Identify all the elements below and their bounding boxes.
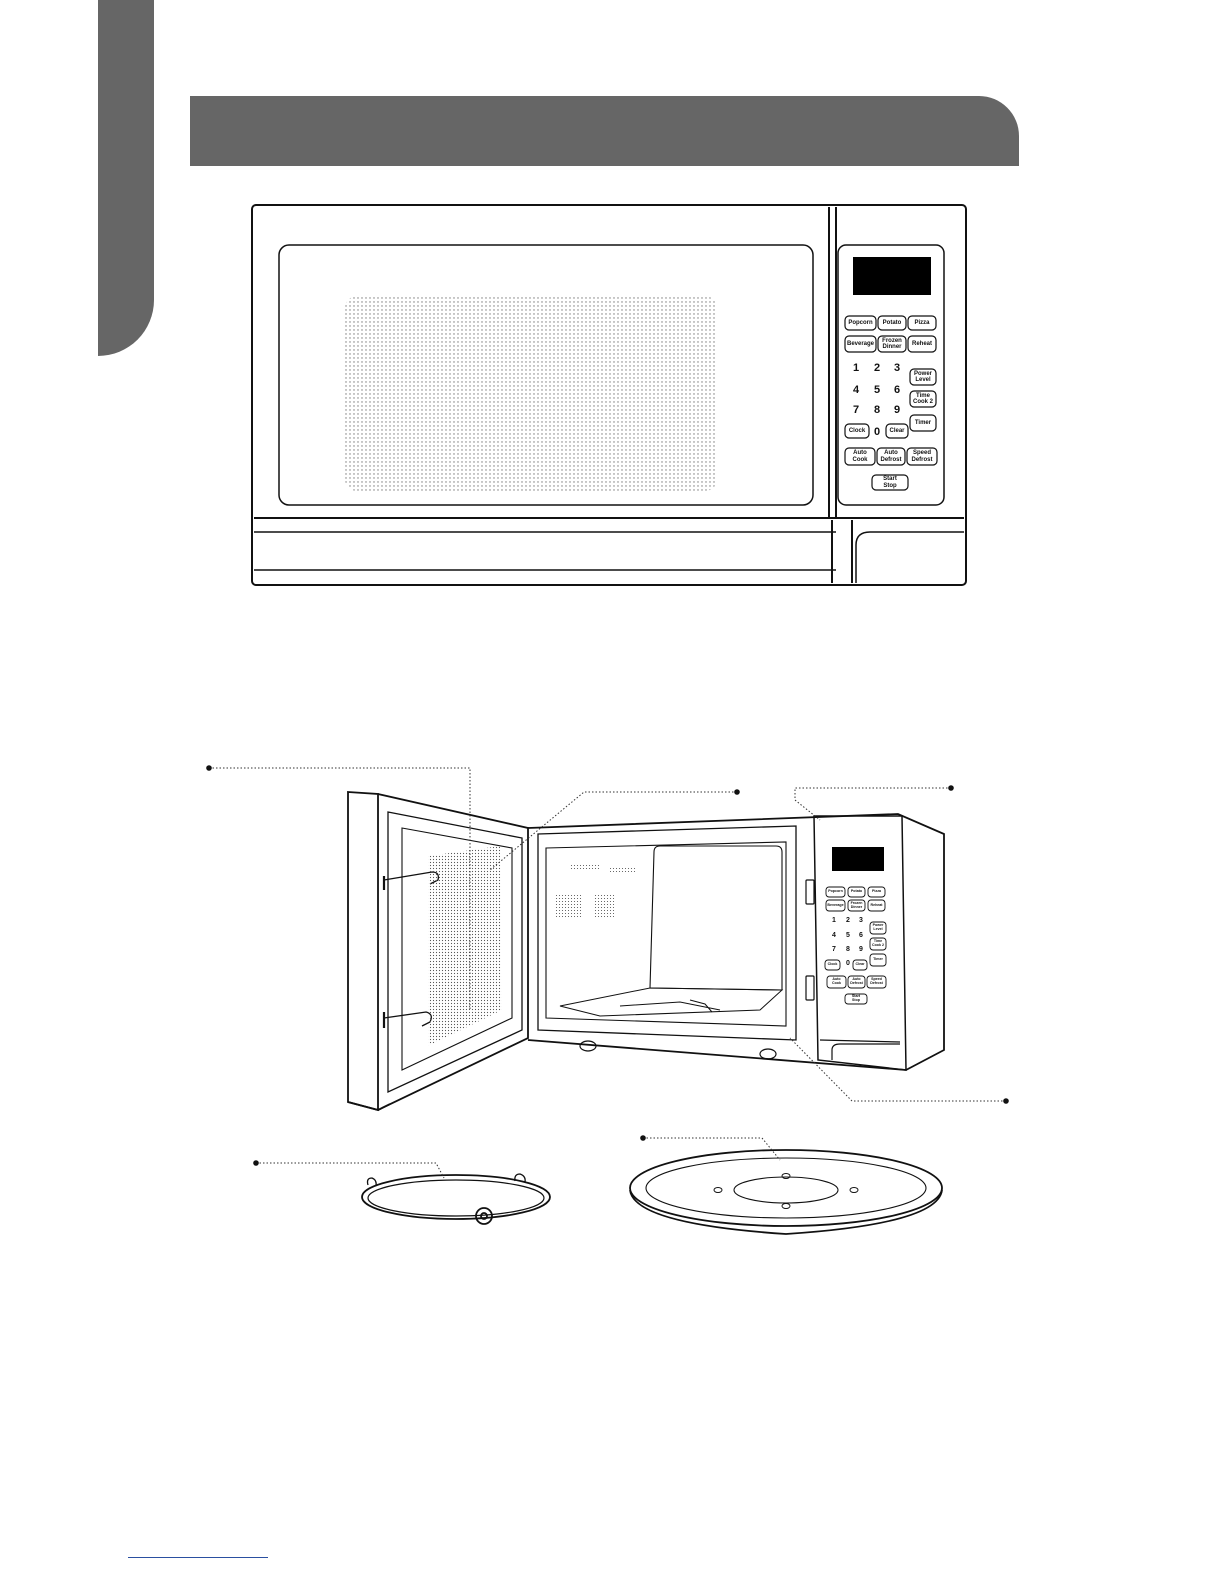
digit-8-button[interactable]: 8	[873, 404, 881, 416]
digit-4-button[interactable]: 4	[852, 384, 860, 396]
potato-button[interactable]: Potato	[882, 319, 902, 326]
small-reheat-button: Reheat	[870, 902, 883, 907]
reheat-button[interactable]: Reheat	[911, 340, 932, 347]
small-digit-4: 4	[832, 932, 836, 939]
clear-button[interactable]: Clear	[889, 427, 905, 434]
digit-5-button[interactable]: 5	[873, 384, 881, 396]
side-tab	[98, 0, 154, 356]
small-speed-defrost-button: Speed Defrost	[870, 977, 883, 985]
small-start-stop-button: Start Stop	[851, 994, 861, 1002]
small-auto-cook-button: Auto Cook	[832, 977, 841, 985]
small-digit-0: 0	[846, 960, 850, 967]
small-frozen-dinner-button: Frozen Dinner	[850, 900, 863, 909]
speed-defrost-button[interactable]: Speed Defrost	[911, 450, 933, 463]
header-bar	[190, 96, 1019, 166]
small-timer-button: Timer	[873, 957, 883, 962]
digit-7-button[interactable]: 7	[852, 404, 860, 416]
small-digit-9: 9	[859, 946, 863, 953]
digit-3-button[interactable]: 3	[893, 362, 901, 374]
clock-button[interactable]: Clock	[848, 427, 866, 434]
small-pizza-button: Pizza	[872, 889, 881, 894]
beverage-button[interactable]: Beverage	[846, 340, 875, 347]
auto-cook-button[interactable]: Auto Cook	[852, 450, 868, 463]
digit-2-button[interactable]: 2	[873, 362, 881, 374]
small-potato-button: Potato	[850, 889, 863, 894]
popcorn-button[interactable]: Popcorn	[848, 319, 873, 326]
small-digit-1: 1	[832, 917, 836, 924]
microwave-open-illustration	[206, 765, 1009, 1235]
auto-defrost-button[interactable]: Auto Defrost	[880, 450, 902, 463]
footer-link-underline[interactable]	[128, 1557, 268, 1558]
timer-button[interactable]: Timer	[914, 419, 932, 426]
small-digit-6: 6	[859, 932, 863, 939]
small-digit-8: 8	[846, 946, 850, 953]
small-auto-defrost-button: Auto Defrost	[850, 977, 863, 985]
small-digit-5: 5	[846, 932, 850, 939]
small-clear-button: Clear	[855, 962, 865, 967]
digit-9-button[interactable]: 9	[893, 404, 901, 416]
small-digit-2: 2	[846, 917, 850, 924]
small-clock-button: Clock	[827, 962, 838, 967]
frozen-dinner-button[interactable]: Frozen Dinner	[882, 337, 902, 351]
time-cook-2-button[interactable]: Time Cook 2	[912, 392, 933, 406]
digit-6-button[interactable]: 6	[893, 384, 901, 396]
small-popcorn-button: Popcorn	[828, 889, 843, 894]
start-stop-button[interactable]: Start Stop	[883, 476, 897, 489]
digit-1-button[interactable]: 1	[852, 362, 860, 374]
pizza-button[interactable]: Pizza	[914, 319, 930, 326]
digit-0-button[interactable]: 0	[873, 426, 881, 438]
small-time-cook-2-button: Time Cook 2	[872, 939, 884, 947]
small-digit-3: 3	[859, 917, 863, 924]
small-beverage-button: Beverage	[827, 902, 844, 907]
small-digit-7: 7	[832, 946, 836, 953]
small-power-level-button: Power Level	[872, 923, 884, 931]
power-level-button[interactable]: Power Level	[913, 370, 932, 384]
microwave-front-illustration	[251, 204, 967, 586]
